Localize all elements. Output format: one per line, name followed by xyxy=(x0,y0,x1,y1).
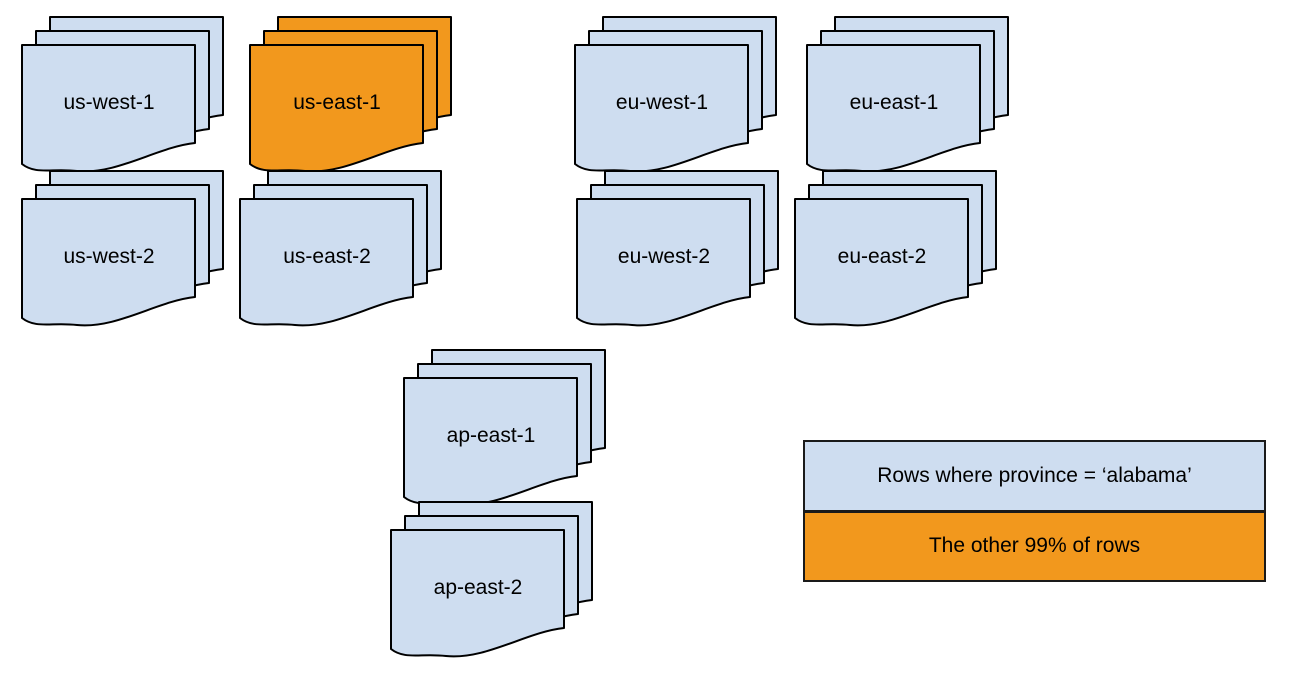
region-label: ap-east-1 xyxy=(446,424,536,447)
region-stack-eu-east-1: eu-east-1 xyxy=(805,15,1010,175)
region-label: eu-west-1 xyxy=(615,91,709,114)
region-stack-us-west-2: us-west-2 xyxy=(20,169,225,329)
region-stack-ap-east-2: ap-east-2 xyxy=(389,500,594,660)
region-label: us-west-1 xyxy=(63,91,155,114)
region-stack-us-east-2: us-east-2 xyxy=(238,169,443,329)
legend-item-alabama-rows: Rows where province = ‘alabama’ xyxy=(805,442,1264,510)
region-label: us-east-2 xyxy=(283,245,371,268)
region-label: us-east-1 xyxy=(293,91,381,114)
region-label: eu-east-2 xyxy=(837,245,927,268)
legend-item-other-rows: The other 99% of rows xyxy=(805,509,1264,580)
region-stack-eu-west-1: eu-west-1 xyxy=(573,15,778,175)
region-stack-eu-west-2: eu-west-2 xyxy=(575,169,780,329)
region-stack-us-west-1: us-west-1 xyxy=(20,15,225,175)
legend: Rows where province = ‘alabama’ The othe… xyxy=(803,440,1266,582)
region-label: ap-east-2 xyxy=(433,576,523,599)
legend-item-label: Rows where province = ‘alabama’ xyxy=(877,463,1192,487)
region-stack-ap-east-1: ap-east-1 xyxy=(402,348,607,508)
region-label: eu-east-1 xyxy=(849,91,939,114)
region-label: us-west-2 xyxy=(63,245,155,268)
legend-item-label: The other 99% of rows xyxy=(928,534,1141,558)
region-stack-eu-east-2: eu-east-2 xyxy=(793,169,998,329)
region-label: eu-west-2 xyxy=(617,245,711,268)
region-stack-us-east-1: us-east-1 xyxy=(248,15,453,175)
